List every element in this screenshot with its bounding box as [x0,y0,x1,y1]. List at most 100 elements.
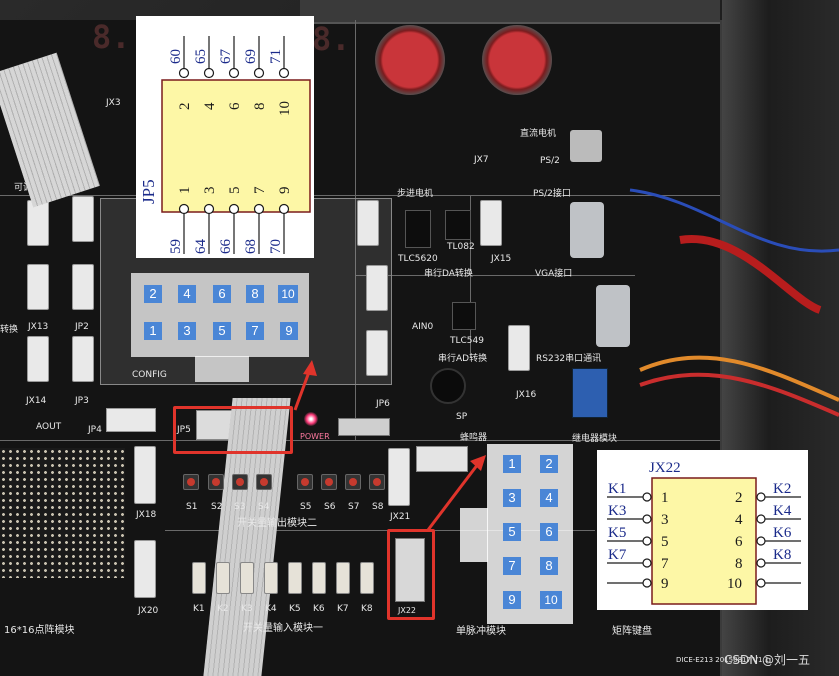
jp5-inner-bottom-pin: 5 [227,187,243,195]
jp5-inner-top-pin: 2 [177,103,193,111]
module-divider [470,195,471,355]
header-connector-horizontal [106,408,156,432]
vga-label: VGA接口 [535,269,573,279]
jx22-pin-number: 3 [503,489,521,507]
arrowhead [303,360,317,376]
jx22-right-label: K2 [773,481,791,497]
header-connector [72,336,94,382]
jp5-highlight-box [173,406,293,454]
jx22-pin-number: 10 [540,591,562,609]
jp5-top-pin: 69 [243,49,259,64]
sp-label: SP [456,412,468,422]
jp3-label: JP3 [75,396,89,406]
jp5-top-pin: 60 [168,49,184,64]
jx22-pin-number: 5 [503,523,521,541]
header-connector [134,446,156,504]
header-connector [72,264,94,310]
switch-label: K8 [361,604,373,614]
jp5-pin-number: 4 [178,285,196,303]
toggle-switch[interactable] [312,562,326,594]
arrowhead [470,455,486,471]
button-label: S4 [258,502,270,512]
toggle-switch[interactable] [240,562,254,594]
serial-da-label: 串行DA转换 [424,269,473,279]
jx22-pin-callout-tab [460,508,488,562]
jp5-pin-number: 10 [278,285,298,303]
header-connector [366,265,388,311]
module-divider [165,530,595,531]
jp5-bottom-pin: 64 [193,239,209,255]
jp5-inner-top-pin: 10 [277,101,293,116]
jx22-right-pin: 10 [727,576,742,592]
jp5-name: JP5 [139,179,158,204]
serial-ad-label: 串行AD转换 [438,354,488,364]
jx16-label: JX16 [516,390,537,400]
power-switch[interactable] [338,418,390,436]
switch-label: K7 [337,604,349,614]
switch-label: K3 [241,604,253,614]
jp5-inner-bottom-pin: 3 [202,187,218,195]
jx22-left-pin: 9 [661,576,669,592]
jp5-pin-number: 2 [144,285,162,303]
tlc5620-label: TLC5620 [398,254,438,264]
push-button[interactable] [208,474,224,490]
wire [639,355,839,402]
module-divider [355,275,635,276]
toggle-switch[interactable] [288,562,302,594]
tl082-label: TL082 [447,242,475,252]
push-button[interactable] [345,474,361,490]
wire [639,372,839,417]
jx22-pin-number: 1 [503,455,521,473]
toggle-switch[interactable] [216,562,230,594]
seven-segment-display: 8. [92,18,131,56]
push-button[interactable] [321,474,337,490]
push-button[interactable] [297,474,313,490]
toggle-switch[interactable] [192,562,206,594]
jx22-left-label: K1 [608,481,626,497]
switch-label: K4 [265,604,277,614]
jp5-top-pin: 65 [193,49,209,64]
button-label: S5 [300,502,312,512]
jp5-pin-number: 9 [280,322,298,340]
jx22-right-label: K8 [773,547,791,563]
jp5-inner-top-pin: 8 [252,103,268,111]
toggle-switch[interactable] [360,562,374,594]
jx22-left-pin: 5 [661,534,669,550]
jx22-pin-number: 4 [540,489,558,507]
jp5-pin-number: 3 [178,322,196,340]
watermark: CSDN @刘一五 [724,653,811,667]
jx22-left-pin: 7 [661,556,669,572]
jp5-pin-number: 7 [246,322,264,340]
wire [679,235,822,314]
header-connector [27,264,49,310]
jp5-inner-top-pin: 4 [202,102,218,110]
buzzer-label: 蜂鸣器 [460,433,488,443]
jx14-label: JX14 [26,396,47,406]
toggle-switch[interactable] [264,562,278,594]
wire [629,188,839,253]
jp5-schematic: 60 65 67 69 71 59 64 66 68 70 JP5 2 4 6 … [139,36,311,255]
jx22-pin-number: 9 [503,591,521,609]
push-button[interactable] [183,474,199,490]
conversion-label: 转换 [0,325,19,335]
jp5-bottom-pin: 59 [168,239,184,254]
jp5-bottom-pin: 66 [218,239,234,255]
toggle-switch[interactable] [336,562,350,594]
jx22-schematic: JX22 K1 K3 K5 K7 K2 K4 K6 K8 1 3 5 7 9 2… [607,460,801,605]
push-button[interactable] [369,474,385,490]
power-label: POWER [300,432,330,441]
jx22-body [651,477,757,605]
aout-label: AOUT [36,422,62,432]
tlc549-label: TLC549 [450,336,484,346]
switch-input-label: 开关量输入模块一 [243,623,323,634]
push-button[interactable] [232,474,248,490]
chip [452,302,476,330]
button-label: S8 [372,502,384,512]
jp5-body [161,79,311,213]
push-button[interactable] [256,474,272,490]
jp6-label: JP6 [376,399,390,409]
jx22-right-pin: 4 [735,512,743,528]
jx22-right-pin: 6 [735,534,743,550]
header-connector [27,336,49,382]
buzzer [430,368,466,404]
